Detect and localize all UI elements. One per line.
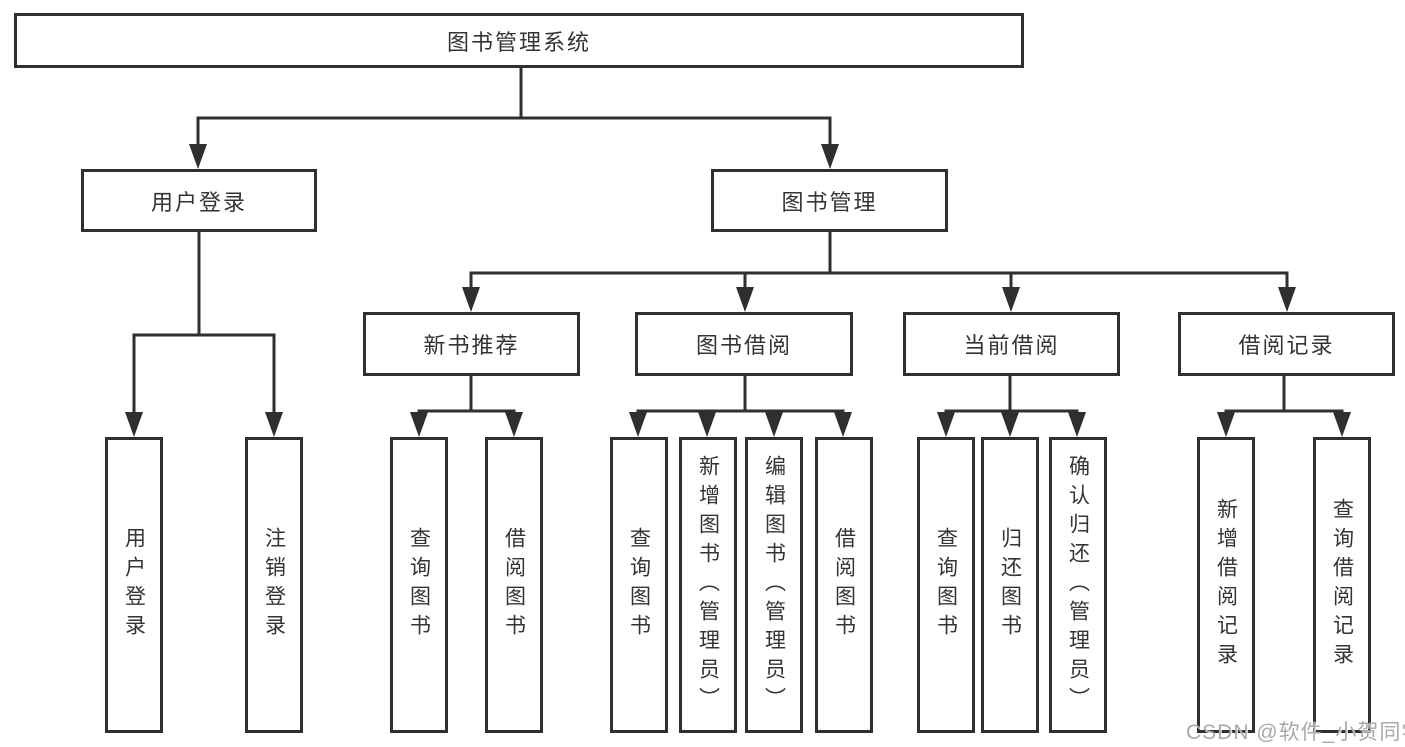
leaf-user-login: 用户登录 [105,437,163,733]
arrow-down-icon [629,412,647,437]
arrow-down-icon [410,412,428,437]
node-borrow-records: 借阅记录 [1178,312,1395,376]
node-label: 编辑图书（管理员） [762,454,786,716]
arrowheads [125,144,1351,437]
connector-user-login-children [132,230,276,416]
node-label: 借阅图书 [832,527,856,643]
arrow-down-icon [765,412,783,437]
arrow-down-icon [937,412,955,437]
arrow-down-icon [698,412,716,437]
leaf-query-borrow-record: 查询借阅记录 [1313,437,1371,733]
node-label: 查询图书 [934,527,958,643]
arrow-down-icon [1068,412,1086,437]
node-label: 查询图书 [627,527,651,643]
leaf-confirm-return-admin: 确认归还（管理员） [1049,437,1107,733]
leaf-logout: 注销登录 [245,437,303,733]
node-label: 图书管理系统 [446,29,591,55]
arrow-down-icon [821,144,839,169]
arrow-down-icon [1001,412,1019,437]
connector-current-borrow-children [944,374,1079,413]
node-label: 图书借阅 [695,333,792,358]
node-label: 查询图书 [407,527,431,643]
node-current-borrow: 当前借阅 [903,312,1120,376]
node-label: 查询借阅记录 [1330,498,1354,672]
node-label: 归还图书 [998,527,1022,643]
node-label: 借阅记录 [1238,333,1335,358]
arrow-down-icon [189,144,207,169]
connector-root-to-level2 [196,66,832,148]
node-label: 新书推荐 [423,333,520,358]
arrow-down-icon [505,412,523,437]
node-label: 当前借阅 [963,333,1060,358]
csdn-watermark: CSDN @软件_小贺同学 [1186,721,1405,744]
node-label: 借阅图书 [502,527,526,643]
leaf-query-books-borrow: 查询图书 [610,437,668,733]
node-book-management: 图书管理 [711,169,948,232]
node-label: 用户登录 [122,527,146,643]
arrow-down-icon [265,412,283,437]
node-new-book-recommend: 新书推荐 [363,312,580,376]
connector-borrow-records-children [1224,374,1344,413]
leaf-add-books-admin: 新增图书（管理员） [679,437,737,733]
arrow-down-icon [1278,287,1296,312]
connector-new-books-children [417,374,516,413]
arrow-down-icon [736,287,754,312]
leaf-add-borrow-record: 新增借阅记录 [1197,437,1255,733]
connector-book-management-children [469,230,1289,291]
leaf-return-books: 归还图书 [981,437,1039,733]
leaf-borrow-books: 借阅图书 [815,437,873,733]
arrow-down-icon [1002,287,1020,312]
arrow-down-icon [834,412,852,437]
arrow-down-icon [462,287,480,312]
leaf-edit-books-admin: 编辑图书（管理员） [745,437,803,733]
node-library-management-system: 图书管理系统 [14,13,1024,68]
node-label: 新增借阅记录 [1214,498,1238,672]
leaf-query-books-recommend: 查询图书 [390,437,448,733]
leaf-borrow-books-recommend: 借阅图书 [485,437,543,733]
node-label: 确认归还（管理员） [1066,454,1090,716]
node-user-login: 用户登录 [81,169,317,232]
arrow-down-icon [1217,412,1235,437]
node-book-borrow: 图书借阅 [635,312,853,376]
arrow-down-icon [125,412,143,437]
leaf-query-books-current: 查询图书 [917,437,975,733]
node-label: 用户登录 [150,189,247,215]
node-label: 新增图书（管理员） [696,454,720,716]
connector-book-borrow-children [636,374,845,413]
node-label: 图书管理 [781,189,878,215]
node-label: 注销登录 [262,527,286,643]
arrow-down-icon [1333,412,1351,437]
